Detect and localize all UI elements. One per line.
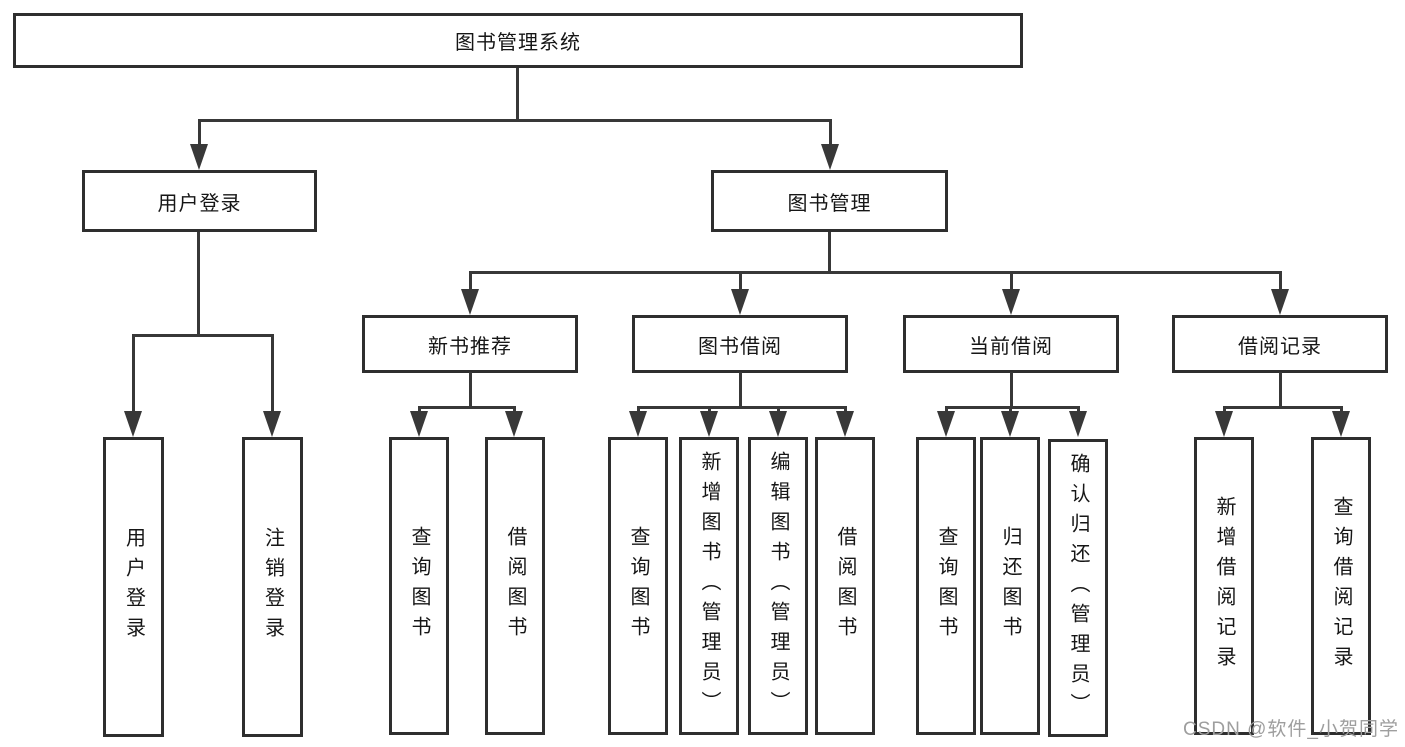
connector-root-trunk: [516, 68, 519, 122]
connector-drop: [469, 271, 472, 293]
connector-bar: [637, 406, 846, 409]
leaf-label: 归还图书: [999, 526, 1021, 646]
arrowhead: [937, 411, 955, 437]
leaf-label: 确认归还（管理员）: [1067, 453, 1089, 723]
leaf-add-borrow-record: 新增借阅记录: [1194, 437, 1254, 735]
csdn-watermark: CSDN @软件_小贺同学: [1183, 719, 1399, 740]
connector-drop: [1010, 271, 1013, 293]
arrowhead: [731, 289, 749, 315]
node-borrow-records: 借阅记录: [1172, 315, 1388, 373]
leaf-return-book: 归还图书: [980, 437, 1040, 735]
connector-drop: [1279, 271, 1282, 293]
node-current-borrow-label: 当前借阅: [969, 335, 1053, 358]
arrowhead: [1001, 411, 1019, 437]
connector-bar: [945, 406, 1079, 409]
leaf-edit-book-admin: 编辑图书（管理员）: [748, 437, 808, 735]
arrowhead: [1215, 411, 1233, 437]
node-new-book-recommend: 新书推荐: [362, 315, 578, 373]
arrowhead: [1271, 289, 1289, 315]
connector-level3-bar: [469, 271, 1282, 274]
arrowhead: [629, 411, 647, 437]
arrowhead: [821, 144, 839, 170]
arrowhead: [1069, 411, 1087, 437]
leaf-label: 借阅图书: [504, 526, 526, 646]
connector-drop: [198, 119, 201, 149]
connector-drop: [132, 334, 135, 414]
leaf-label: 编辑图书（管理员）: [767, 451, 789, 721]
arrowhead: [505, 411, 523, 437]
leaf-add-book-admin: 新增图书（管理员）: [679, 437, 739, 735]
node-root: 图书管理系统: [13, 13, 1023, 68]
node-book-management-label: 图书管理: [787, 192, 872, 215]
leaf-query-books-current: 查询图书: [916, 437, 976, 735]
leaf-label: 新增图书（管理员）: [698, 451, 720, 721]
leaf-confirm-return-admin: 确认归还（管理员）: [1048, 439, 1108, 737]
node-borrow-records-label: 借阅记录: [1238, 335, 1322, 358]
leaf-borrow-books-recommend: 借阅图书: [485, 437, 545, 735]
connector-user-login-bar: [132, 334, 274, 337]
connector-trunk: [1010, 372, 1013, 409]
leaf-query-borrow-record: 查询借阅记录: [1311, 437, 1371, 735]
node-new-book-recommend-label: 新书推荐: [428, 335, 512, 358]
connector-bar: [418, 406, 516, 409]
leaf-borrow-book: 借阅图书: [815, 437, 875, 735]
connector-drop: [271, 334, 274, 414]
arrowhead: [190, 144, 208, 170]
arrowhead: [410, 411, 428, 437]
arrowhead: [263, 411, 281, 437]
node-user-login-label: 用户登录: [157, 192, 242, 215]
connector-bar: [1223, 406, 1342, 409]
leaf-label: 查询借阅记录: [1330, 496, 1352, 676]
leaf-user-login-label: 用户登录: [122, 527, 145, 647]
connector-drop: [829, 119, 832, 149]
arrowhead: [124, 411, 142, 437]
node-current-borrow: 当前借阅: [903, 315, 1119, 373]
leaf-user-login: 用户登录: [103, 437, 164, 737]
connector-trunk: [469, 372, 472, 409]
node-book-management: 图书管理: [711, 170, 948, 232]
leaf-label: 查询图书: [408, 526, 430, 646]
node-root-label: 图书管理系统: [455, 32, 581, 54]
node-user-login: 用户登录: [82, 170, 317, 232]
connector-trunk: [739, 372, 742, 409]
connector-level2-bar: [198, 119, 832, 122]
node-book-borrow: 图书借阅: [632, 315, 848, 373]
arrowhead: [461, 289, 479, 315]
leaf-label: 新增借阅记录: [1213, 496, 1235, 676]
leaf-label: 查询图书: [935, 526, 957, 646]
leaf-query-books-borrow: 查询图书: [608, 437, 668, 735]
arrowhead: [769, 411, 787, 437]
leaf-logout-label: 注销登录: [261, 527, 284, 647]
connector-user-login-trunk: [197, 232, 200, 336]
leaf-label: 查询图书: [627, 526, 649, 646]
arrowhead: [1332, 411, 1350, 437]
node-book-borrow-label: 图书借阅: [698, 335, 782, 358]
leaf-logout: 注销登录: [242, 437, 303, 737]
leaf-label: 借阅图书: [834, 526, 856, 646]
connector-trunk: [1279, 372, 1282, 409]
arrowhead: [836, 411, 854, 437]
connector-book-mgmt-trunk: [828, 232, 831, 274]
arrowhead: [700, 411, 718, 437]
arrowhead: [1002, 289, 1020, 315]
connector-drop: [739, 271, 742, 293]
leaf-query-books-recommend: 查询图书: [389, 437, 449, 735]
